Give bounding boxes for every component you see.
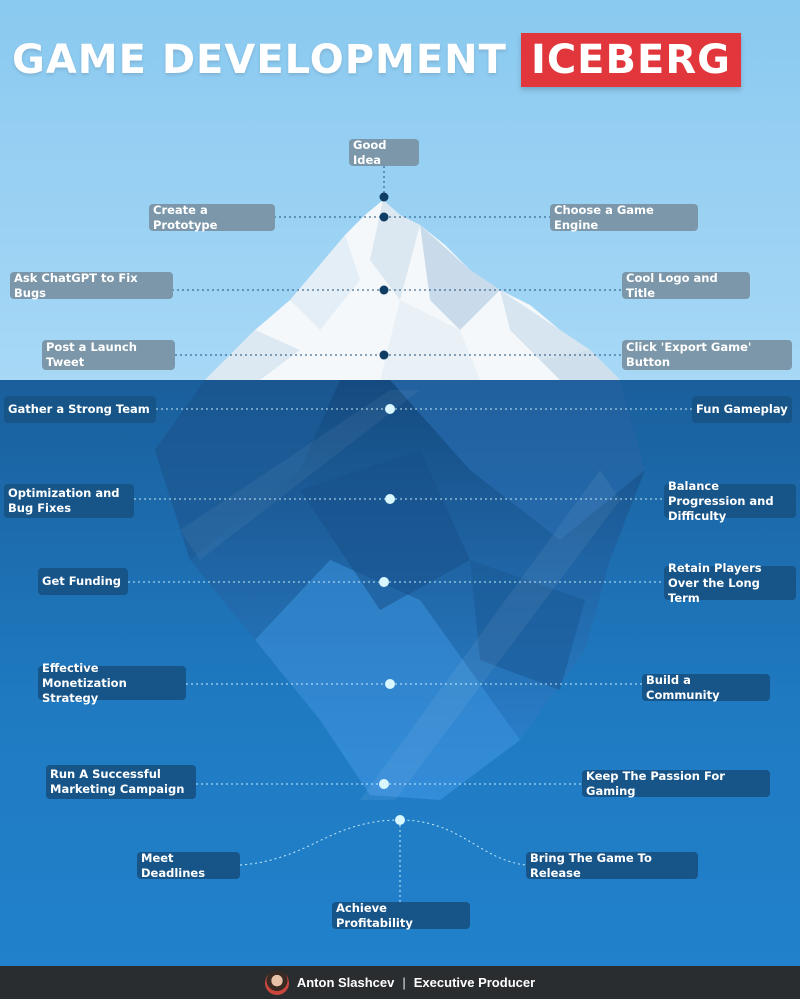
label-retain-players: Retain Players Over the Long Term <box>664 561 796 605</box>
title-main: GAME DEVELOPMENT <box>12 37 507 83</box>
label-get-funding: Get Funding <box>38 568 128 595</box>
label-fun-gameplay: Fun Gameplay <box>692 396 792 423</box>
label-create-prototype: Create a Prototype <box>149 203 275 232</box>
nodes-below <box>379 404 405 825</box>
node-level-8 <box>379 779 389 789</box>
nodes-above <box>379 192 389 360</box>
author-role: Executive Producer <box>413 975 536 990</box>
label-passion-gaming: Keep The Passion For Gaming <box>582 769 770 798</box>
connectors-above <box>172 166 622 356</box>
connectors-below <box>128 408 692 902</box>
label-good-idea: Good Idea <box>349 138 419 167</box>
label-bring-release: Bring The Game To Release <box>526 851 698 880</box>
author-name: Anton Slashcev <box>296 975 395 990</box>
label-optimization: Optimization and Bug Fixes <box>4 484 134 518</box>
node-level-2 <box>379 285 389 295</box>
node-level-7 <box>385 679 395 689</box>
author-avatar <box>264 970 289 995</box>
label-marketing: Run A Successful Marketing Campaign <box>46 765 196 799</box>
label-build-community: Build a Community <box>642 673 770 702</box>
label-cool-logo: Cool Logo and Title <box>622 271 750 300</box>
label-strong-team: Gather a Strong Team <box>4 396 156 423</box>
label-choose-engine: Choose a Game Engine <box>550 203 698 232</box>
label-chatgpt-bugs: Ask ChatGPT to Fix Bugs <box>10 271 173 300</box>
node-level-6 <box>379 577 389 587</box>
iceberg-tip <box>205 200 620 380</box>
iceberg-diagram <box>128 166 692 902</box>
node-level-4 <box>385 404 395 414</box>
node-level-1 <box>379 212 389 222</box>
label-export-game: Click 'Export Game' Button <box>622 340 792 370</box>
title-accent-badge: ICEBERG <box>520 33 741 87</box>
label-launch-tweet: Post a Launch Tweet <box>42 340 175 370</box>
node-level-5 <box>385 494 395 504</box>
node-level-3 <box>379 350 389 360</box>
credit-separator: | <box>402 975 406 990</box>
footer-credit: Anton Slashcev | Executive Producer <box>0 966 800 999</box>
iceberg-underwater <box>155 380 645 800</box>
node-good-idea <box>379 192 389 202</box>
label-meet-deadlines: Meet Deadlines <box>137 851 240 880</box>
label-balance-progression: Balance Progression and Difficulty <box>664 479 796 523</box>
label-profitability: Achieve Profitability <box>332 901 470 930</box>
label-monetization: Effective Monetization Strategy <box>38 661 186 705</box>
page-title: GAME DEVELOPMENT ICEBERG <box>12 30 741 90</box>
node-level-9 <box>395 815 405 825</box>
